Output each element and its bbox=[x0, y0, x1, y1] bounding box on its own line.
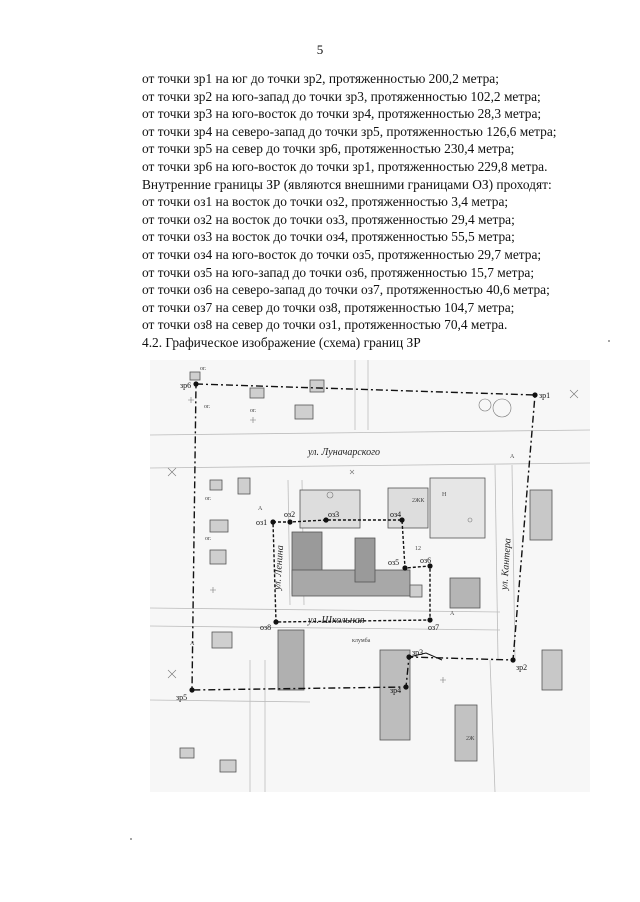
point-label-zr5: зр5 bbox=[176, 693, 187, 702]
boundary-scheme-map: зр6 зр1 зр2 зр3 зр4 зр5 оз1 оз2 оз3 оз4 … bbox=[150, 360, 590, 792]
buildings bbox=[179, 371, 563, 773]
page-number: 5 bbox=[316, 42, 324, 57]
point-label-oz8: оз8 bbox=[260, 623, 271, 632]
point-label-oz1: оз1 bbox=[256, 518, 267, 527]
map-label: А bbox=[258, 506, 263, 512]
text-line: от точки зр3 на юго-восток до точки зр4,… bbox=[142, 106, 542, 122]
text-line: от точки оз3 на восток до точки оз4, про… bbox=[142, 229, 515, 245]
text-line: от точки оз8 на север до точки оз1, прот… bbox=[142, 317, 508, 333]
map-label: Н bbox=[442, 492, 447, 498]
text-line: от точки оз1 на восток до точки оз2, про… bbox=[142, 194, 509, 210]
street-label-kantera: ул. Кантера bbox=[499, 538, 514, 591]
point-label-oz4: оз4 bbox=[390, 510, 401, 519]
point-label-oz3: оз3 bbox=[328, 510, 339, 519]
street-label-lenina: ул. Ленина bbox=[272, 545, 286, 591]
boundary-point-markers bbox=[189, 381, 538, 693]
text-line: от точки оз6 на северо-запад до точки оз… bbox=[142, 282, 550, 298]
point-label-zr6: зр6 bbox=[180, 381, 191, 390]
map-label: ог. bbox=[200, 366, 207, 372]
map-label: ог. bbox=[204, 404, 211, 410]
map-label: ог. bbox=[205, 496, 212, 502]
point-label-oz7: оз7 bbox=[428, 623, 439, 632]
document-text: от точки зр1 на юг до точки зр2, протяже… bbox=[142, 70, 612, 352]
point-label-oz5: оз5 bbox=[388, 558, 399, 567]
point-label-zr1: зр1 bbox=[539, 391, 550, 400]
text-line: от точки оз4 на юго-восток до точки оз5,… bbox=[142, 246, 542, 262]
scan-speck bbox=[608, 340, 610, 342]
map-label: 2Ж bbox=[466, 736, 475, 742]
map-label: ог. bbox=[250, 408, 257, 414]
text-line: от точки зр4 на северо-запад до точки зр… bbox=[142, 123, 557, 139]
map-label: А bbox=[510, 454, 515, 460]
scan-speck bbox=[130, 838, 132, 840]
map-label: А bbox=[450, 611, 455, 617]
text-line: от точки зр6 на юго-восток до точки зр1,… bbox=[142, 158, 548, 174]
map-label: 2ЖК bbox=[412, 498, 425, 504]
street-label-shkolnaya: ул. Школьная bbox=[307, 615, 365, 626]
text-line: от точки зр1 на юг до точки зр2, протяже… bbox=[142, 71, 499, 86]
map-label: 12 bbox=[415, 546, 421, 552]
street-corridors bbox=[150, 360, 590, 792]
point-label-oz6: оз6 bbox=[420, 556, 431, 565]
text-line: от точки зр5 на север до точки зр6, прот… bbox=[142, 141, 515, 157]
text-line: от точки зр2 на юго-запад до точки зр3, … bbox=[142, 88, 541, 104]
map-label: А bbox=[190, 641, 195, 647]
point-label-zr3: зр3 bbox=[412, 648, 423, 657]
section-heading: 4.2. Графическое изображение (схема) гра… bbox=[142, 334, 421, 350]
map-label: клумба bbox=[352, 637, 371, 644]
text-line: от точки оз2 на восток до точки оз3, про… bbox=[142, 211, 515, 227]
text-line: от точки оз5 на юго-запад до точки оз6, … bbox=[142, 264, 535, 280]
point-label-zr2: зр2 bbox=[516, 663, 527, 672]
point-label-oz2: оз2 bbox=[284, 510, 295, 519]
point-label-zr4: зр4 bbox=[390, 686, 401, 695]
text-line: от точки оз7 на север до точки оз8, прот… bbox=[142, 299, 515, 315]
text-line: Внутренние границы ЗР (являются внешними… bbox=[142, 176, 552, 192]
street-label-lunacharskogo: ул. Луначарского bbox=[307, 447, 380, 458]
map-label: ог. bbox=[205, 536, 212, 542]
map-marks bbox=[167, 389, 579, 683]
